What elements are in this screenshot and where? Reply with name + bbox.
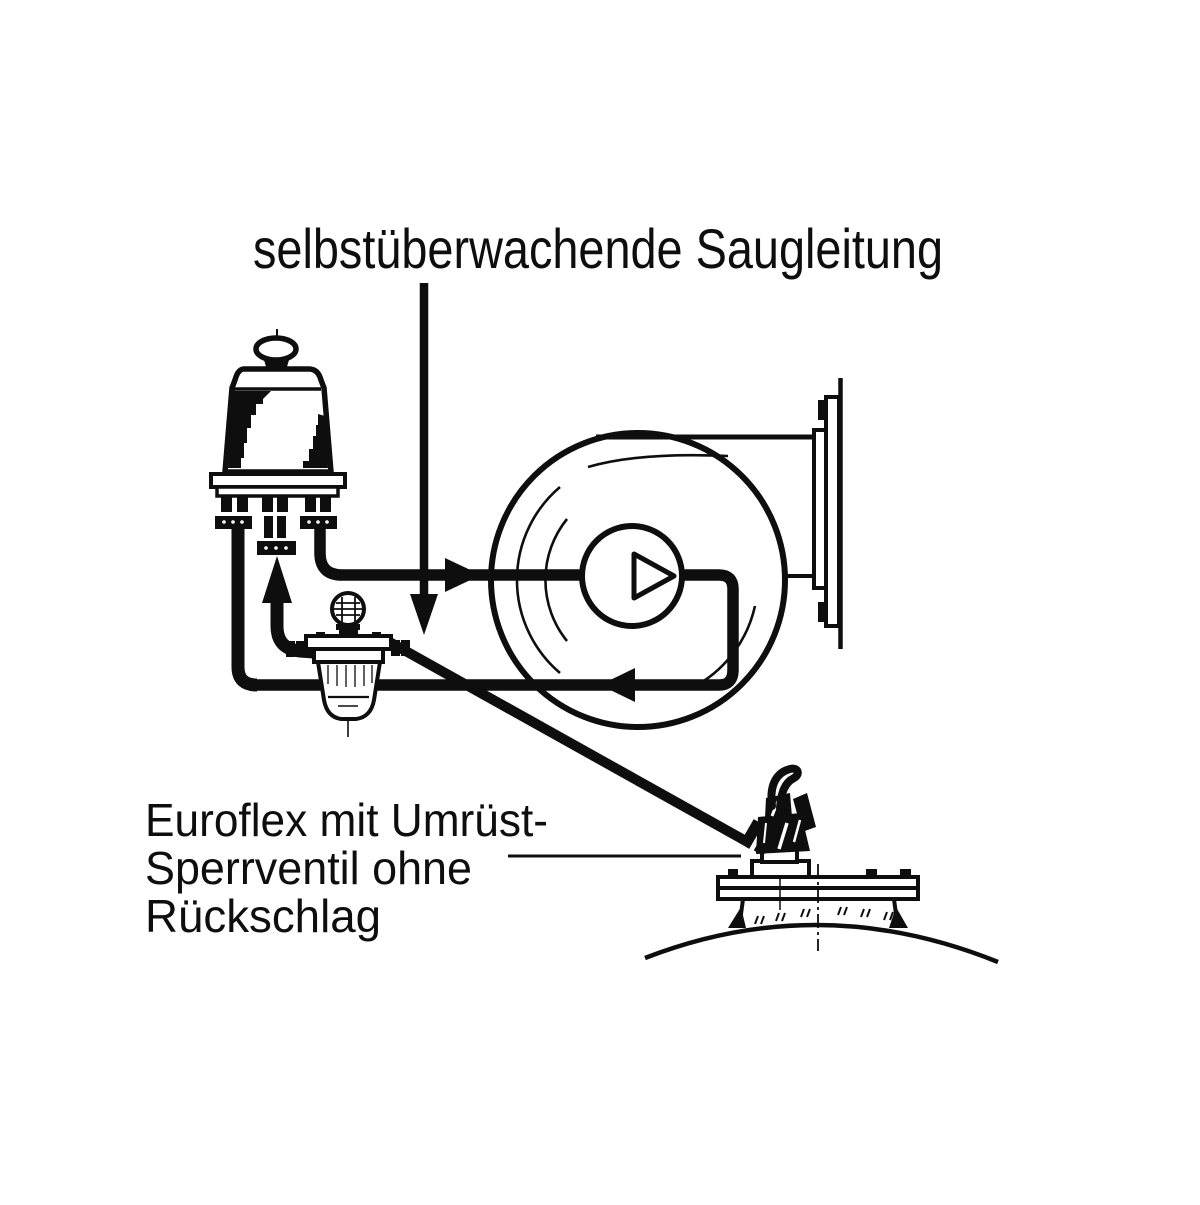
filter-neck-upper bbox=[336, 624, 360, 630]
valve-body bbox=[756, 793, 816, 854]
volute-shoulder-line bbox=[587, 453, 729, 469]
float-deaerator bbox=[209, 329, 347, 555]
tank-dome-arc bbox=[644, 922, 999, 965]
valve-handle bbox=[767, 764, 802, 812]
flange-bolt-top bbox=[818, 400, 827, 420]
pump-symbol bbox=[579, 523, 685, 629]
pipe-loop bbox=[231, 529, 739, 692]
label-valve-note-line2: Sperrventil ohne bbox=[145, 842, 472, 894]
tank-manhole bbox=[644, 862, 999, 965]
deaerator-base-flange bbox=[209, 472, 347, 489]
flow-arrow-right bbox=[445, 558, 481, 592]
flange-plate-outer bbox=[824, 395, 841, 628]
wall-flange bbox=[812, 378, 843, 649]
flow-arrow-left bbox=[600, 668, 635, 702]
port-fitting-center bbox=[257, 496, 296, 555]
dome-shading-left bbox=[228, 391, 271, 468]
filter-knob-grid bbox=[333, 597, 363, 622]
suction-label-arrow bbox=[410, 283, 438, 635]
filter-port-left bbox=[286, 641, 305, 657]
filter-neck-lower bbox=[339, 630, 358, 637]
manhole-flange-bolts bbox=[728, 869, 911, 878]
weld-ticks bbox=[754, 906, 894, 925]
pump-direction-triangle bbox=[631, 551, 677, 601]
filter-bowl bbox=[316, 660, 382, 721]
port-fitting-right bbox=[300, 496, 337, 529]
label-arrow-head bbox=[410, 594, 438, 635]
manhole-foot-right bbox=[889, 907, 908, 928]
deaerator-base-lip bbox=[215, 485, 340, 498]
label-valve-note-line1: Euroflex mit Umrüst- bbox=[145, 794, 548, 846]
return-riser-pipe bbox=[231, 529, 258, 692]
port-fitting-left bbox=[215, 496, 252, 529]
filter-port-right bbox=[391, 640, 410, 656]
label-valve-note-line3: Rückschlag bbox=[145, 890, 381, 942]
manhole-foot-left bbox=[728, 907, 746, 928]
label-suction-line: selbstüberwachende Saugleitung bbox=[253, 217, 943, 280]
flow-arrow-up bbox=[262, 556, 292, 603]
euroflex-valve bbox=[739, 764, 816, 879]
tank-suction-pipe bbox=[383, 635, 747, 845]
flange-bolt-bottom bbox=[818, 602, 827, 622]
oil-filter bbox=[286, 591, 410, 737]
deaerator-knob bbox=[253, 335, 299, 363]
dome-shading-right bbox=[303, 414, 328, 468]
supply-and-return-pipe bbox=[255, 529, 739, 691]
filter-bowl-hatching bbox=[327, 665, 373, 687]
